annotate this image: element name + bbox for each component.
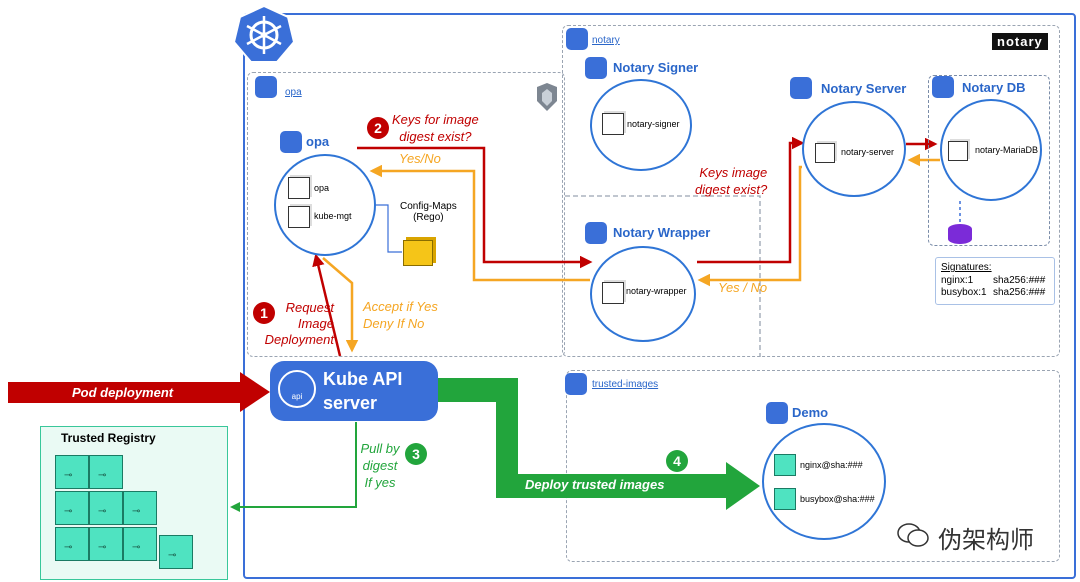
step-1-badge: 1 [253, 302, 275, 324]
pod-icon [585, 57, 607, 79]
config-map-icon [403, 240, 433, 266]
config-maps-line1: Config-Maps [400, 201, 457, 212]
step-4-badge: 4 [666, 450, 688, 472]
image-block: ⊸ [89, 527, 123, 561]
notary-signer-title: Notary Signer [613, 60, 699, 75]
image-block: ⊸ [159, 535, 193, 569]
notary-wrapper-container-label: notary-wrapper [626, 286, 687, 296]
step-2-line1: Keys for image [392, 112, 479, 127]
kube-api-title-line2: server [323, 393, 378, 413]
trusted-registry-title: Trusted Registry [61, 431, 156, 445]
api-icon: api [278, 370, 316, 408]
deny-line: Deny If No [363, 316, 425, 331]
step-3-line3: If yes [364, 475, 396, 490]
pvc-icon [932, 76, 954, 98]
container-icon [948, 141, 968, 161]
notary-logo: notary [992, 33, 1048, 50]
accept-deny-label: Accept if Yes Deny If No [363, 298, 438, 332]
step-1-line2: Image [297, 316, 334, 331]
ns-icon [566, 28, 588, 50]
notary-db-title: Notary DB [962, 80, 1026, 95]
nginx-container-label: nginx@sha:### [800, 460, 863, 470]
ns-icon [255, 76, 277, 98]
step-1-line3: Deployment [264, 332, 334, 347]
step-3-line1: Pull by [360, 441, 400, 456]
signatures-title: Signatures: [941, 262, 992, 273]
trusted-registry[interactable]: Trusted Registry ⊸ ⊸ ⊸ ⊸ ⊸ ⊸ ⊸ ⊸ ⊸ [40, 426, 228, 580]
trusted-container-icon [774, 454, 796, 476]
opa-pod[interactable] [274, 154, 376, 256]
container-icon [602, 282, 624, 304]
pod-icon [790, 77, 812, 99]
notary-mariadb-container-label: notary-MariaDB [975, 145, 1039, 155]
database-icon [948, 224, 972, 244]
step-2-label: Keys for image digest exist? [392, 111, 479, 145]
kube-api-server[interactable]: api Kube API server [270, 361, 438, 421]
step-2-line2: digest exist? [399, 129, 472, 144]
kubernetes-cluster [243, 13, 1076, 579]
signature-row: nginx:1 [941, 275, 973, 286]
ns-icon [565, 373, 587, 395]
step-3-line2: digest [362, 458, 398, 473]
step-1-label: Request Image Deployment [262, 300, 334, 348]
yes-slash-no-label: Yes / No [718, 280, 768, 295]
image-block: ⊸ [55, 491, 89, 525]
deploy-trusted-label: Deploy trusted images [525, 477, 665, 492]
pod-icon [585, 222, 607, 244]
signature-row: busybox:1 [941, 287, 987, 298]
demo-pod-title: Demo [792, 405, 829, 420]
keys-image-line1: Keys image [699, 165, 768, 180]
container-icon [815, 143, 835, 163]
container-icon [288, 206, 310, 228]
notary-wrapper-title: Notary Wrapper [613, 225, 711, 240]
opa-pod-title: opa [306, 134, 330, 149]
trusted-container-icon [774, 488, 796, 510]
notary-server-title: Notary Server [821, 81, 907, 96]
image-block: ⊸ [89, 455, 123, 489]
notary-server-pod[interactable] [802, 101, 906, 197]
config-maps-line2: (Rego) [413, 212, 444, 223]
namespace-label-opa[interactable]: opa [285, 87, 302, 98]
namespace-label-trusted-images[interactable]: trusted-images [592, 379, 659, 390]
pod-icon [280, 131, 302, 153]
busybox-container-label: busybox@sha:### [800, 494, 875, 504]
container-icon [288, 177, 310, 199]
step-2-badge: 2 [367, 117, 389, 139]
pod-deployment-label: Pod deployment [72, 385, 174, 400]
image-block: ⊸ [55, 527, 89, 561]
container-icon [602, 113, 624, 135]
kubernetes-icon [232, 4, 296, 64]
keys-image-label: Keys image digest exist? [695, 164, 767, 198]
demo-pod[interactable] [762, 423, 886, 540]
signature-hash: sha256:### [993, 275, 1046, 286]
signature-name: busybox:1 [941, 287, 987, 298]
kube-mgt-container-label: kube-mgt [314, 211, 352, 221]
signatures-box [935, 257, 1055, 305]
image-block: ⊸ [55, 455, 89, 489]
notary-server-container-label: notary-server [841, 147, 895, 157]
notary-db-box [928, 75, 1050, 246]
namespace-label-notary[interactable]: notary [592, 35, 620, 46]
opa-container-label: opa [314, 183, 330, 193]
watermark-text: 伪架构师 [938, 526, 1034, 554]
notary-signer-container-label: notary-signer [627, 119, 680, 129]
opa-logo-icon [533, 83, 561, 113]
step-1-line1: Request [285, 300, 334, 315]
image-block: ⊸ [89, 491, 123, 525]
signature-name: nginx:1 [941, 275, 974, 286]
signature-hash: sha256:### [993, 287, 1046, 298]
accept-line: Accept if Yes [363, 299, 438, 314]
step-3-label: Pull by digest If yes [358, 440, 402, 491]
image-block: ⊸ [123, 527, 157, 561]
step-3-badge: 3 [405, 443, 427, 465]
keys-image-line2: digest exist? [695, 182, 768, 197]
config-maps-label: Config-Maps (Rego) [400, 201, 457, 223]
yes-no-label: Yes/No [399, 151, 441, 166]
image-block: ⊸ [123, 491, 157, 525]
wechat-icon [896, 521, 930, 549]
notary-db-pod[interactable] [940, 99, 1042, 201]
pod-icon [766, 402, 788, 424]
kube-api-title-line1: Kube API [323, 369, 403, 389]
